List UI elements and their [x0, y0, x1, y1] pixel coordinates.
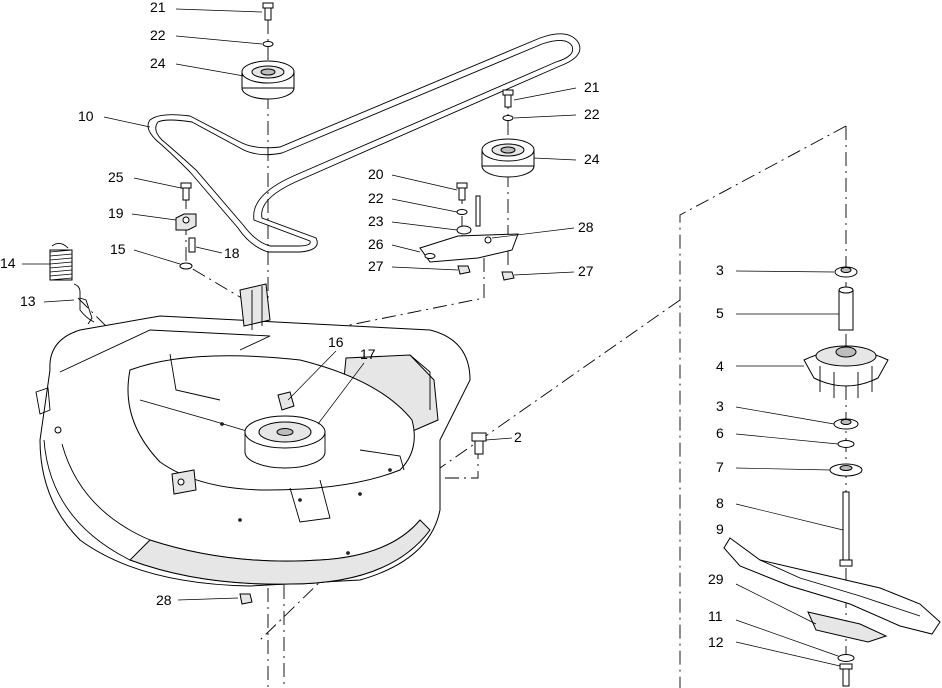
callout-22-right: 22	[584, 106, 600, 122]
idler-pulley-assembly-left	[241, 2, 295, 100]
callout-labels: 21 22 24 10 21 22 24 25 20 22 19 23 28 1…	[0, 0, 724, 650]
callout-9: 9	[716, 521, 724, 537]
callout-22-mid: 22	[368, 190, 384, 206]
callout-13: 13	[20, 293, 36, 309]
callout-22-top: 22	[150, 27, 166, 43]
callout-7: 7	[716, 459, 724, 475]
callout-16: 16	[328, 334, 344, 350]
callout-25: 25	[108, 169, 124, 185]
callout-14: 14	[0, 255, 16, 271]
callout-27-right: 27	[578, 263, 594, 279]
callout-28-bottom: 28	[156, 592, 172, 608]
callout-8: 8	[716, 495, 724, 511]
callout-24-top: 24	[150, 55, 166, 71]
callout-20: 20	[368, 166, 384, 182]
callout-12: 12	[708, 634, 724, 650]
bracket-assembly-left	[175, 182, 197, 270]
callout-2: 2	[514, 429, 522, 445]
tension-spring-and-eyebolt	[49, 243, 95, 325]
callout-6: 6	[716, 425, 724, 441]
callout-17: 17	[360, 346, 376, 362]
callout-11: 11	[708, 608, 723, 624]
nut-28-under-deck	[239, 593, 253, 605]
idler-pulley-assembly-right	[481, 89, 535, 178]
callout-10-belt: 10	[78, 108, 94, 124]
callout-4: 4	[716, 358, 724, 374]
callout-19: 19	[108, 205, 124, 221]
callout-21-right: 21	[584, 79, 600, 95]
callout-24-right: 24	[584, 151, 600, 167]
callout-26: 26	[368, 236, 384, 252]
callout-27-left: 27	[368, 258, 384, 274]
callout-28-bracket: 28	[578, 219, 594, 235]
callout-23: 23	[368, 213, 384, 229]
callout-3-upper: 3	[716, 262, 724, 278]
leader-lines	[22, 8, 844, 667]
deck-spindle-pulley	[244, 391, 326, 469]
bolt-2	[471, 432, 487, 455]
spindle-stack-exploded	[723, 266, 941, 687]
bracket-assembly-right	[419, 182, 519, 281]
callout-5: 5	[716, 305, 724, 321]
callout-3-lower: 3	[716, 398, 724, 414]
callout-15: 15	[110, 241, 126, 257]
callout-29: 29	[708, 571, 724, 587]
drive-belt	[147, 33, 581, 253]
callout-18: 18	[224, 245, 240, 261]
callout-21-top: 21	[150, 0, 166, 15]
